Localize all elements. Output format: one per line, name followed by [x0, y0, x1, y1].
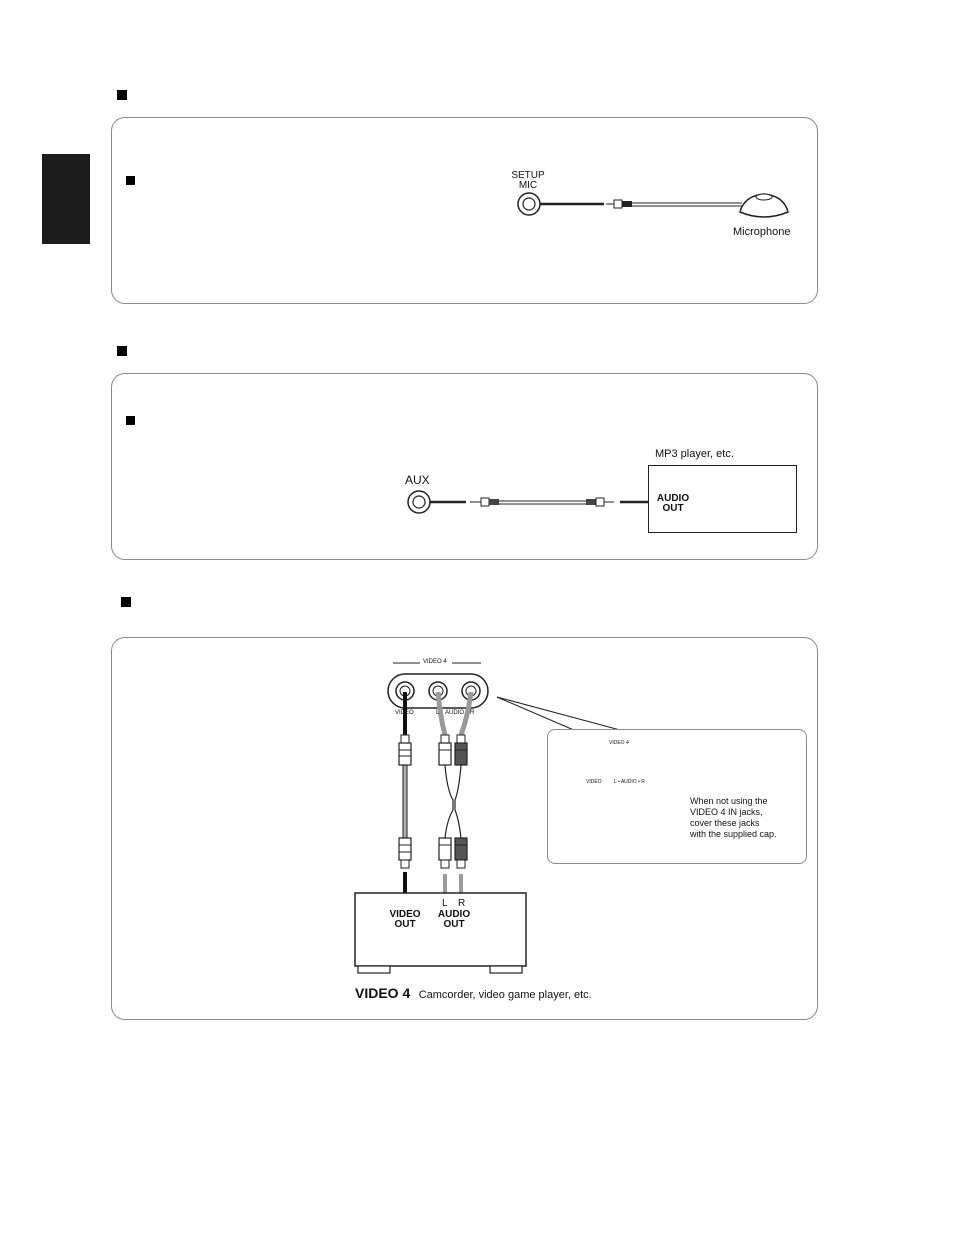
section2-sub-bullet [126, 416, 135, 425]
inset-jack-label-video: VIDEO [586, 779, 602, 785]
inset-panel-title: VIDEO 4 [609, 740, 629, 746]
video4-caption-text: Camcorder, video game player, etc. [418, 989, 592, 1001]
setup-mic-diagram [517, 192, 789, 218]
section1-panel [111, 117, 818, 304]
video4-jack-label-video: VIDEO [395, 710, 414, 716]
video4-caption: VIDEO 4 Camcorder, video game player, et… [355, 986, 592, 1002]
mp3-player-device: AUDIO OUT [648, 465, 797, 533]
cap-inset [547, 729, 807, 864]
mp3-player-label: MP3 player, etc. [655, 448, 734, 460]
camcorder-audio-out-label: AUDIO OUT [437, 909, 471, 930]
cable-l-label: L [442, 898, 448, 909]
section-side-tab [42, 154, 90, 244]
mp3-audio-out-label: AUDIO OUT [656, 493, 690, 514]
video4-panel-title: VIDEO 4 [423, 659, 447, 665]
aux-label: AUX [405, 473, 430, 487]
video4-jack-label-l: L [436, 710, 440, 716]
microphone-icon [739, 193, 789, 218]
aux-diagram [407, 490, 652, 514]
section2-heading-bullet [117, 346, 127, 356]
video4-caption-bold: VIDEO 4 [355, 985, 411, 1001]
video4-jack-label-r: R [470, 710, 475, 716]
cable-r-label: R [458, 898, 466, 909]
inset-note: When not using the VIDEO 4 IN jacks, cov… [690, 796, 777, 839]
microphone-label: Microphone [733, 226, 791, 238]
setup-mic-label: SETUP MIC [511, 170, 545, 191]
video4-jack-label-audio: AUDIO [445, 710, 465, 716]
section3-heading-bullet [121, 597, 131, 607]
camcorder-device [354, 892, 527, 967]
section1-sub-bullet [126, 176, 135, 185]
camcorder-video-out-label: VIDEO OUT [389, 909, 421, 930]
section1-heading-bullet [117, 90, 127, 100]
inset-jack-label-audio: L • AUDIO • R [614, 779, 645, 785]
